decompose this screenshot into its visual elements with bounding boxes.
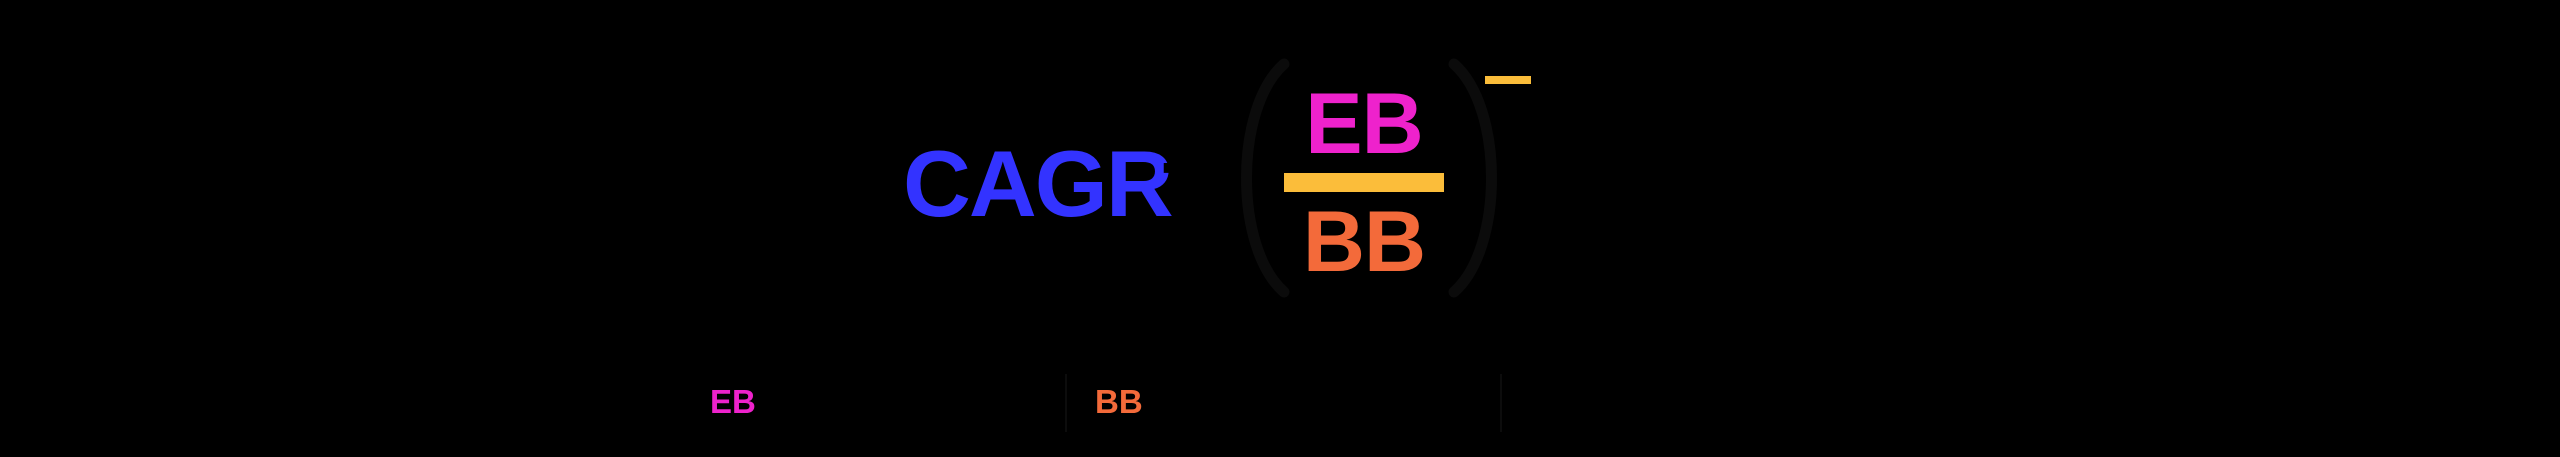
legend-text-bb: Beginning Balance [1177,383,1454,420]
exponent-denominator: n [1499,84,1517,115]
cagr-formula: CAGR = EB BB 1 n − 1 [903,38,1664,298]
legend-item-bb: BB=Beginning Balance [1095,382,1453,422]
legend-text-eb: Ending Balance [791,383,1023,420]
legend-abbr-bb: BB [1095,383,1143,420]
legend-divider [1065,374,1067,432]
exponent-fraction: 1 n [1485,38,1531,118]
fraction-denominator-bb: BB [1302,194,1426,290]
exponent-fraction-bar [1485,76,1531,84]
formula-legend: EB=Ending Balance BB=Beginning Balance n… [0,370,2560,432]
formula-constant-one: 1 [1612,133,1664,235]
fraction-bar [1284,173,1444,192]
formula-minus-sign: − [1528,133,1582,235]
fraction-numerator-eb: EB [1305,76,1423,172]
legend-abbr-n: n [1534,383,1553,420]
legend-item-n: n=Number of years [1534,382,1832,422]
legend-separator: = [1560,383,1580,420]
balance-fraction: EB BB [1282,60,1446,290]
exponent-numerator: 1 [1500,38,1516,69]
formula-lhs-cagr: CAGR [903,131,1174,236]
legend-separator: = [1150,383,1170,420]
right-parenthesis [1440,58,1510,298]
formula-equals-sign: = [1160,130,1213,230]
legend-divider [1500,374,1502,432]
legend-item-eb: EB=Ending Balance [710,382,1022,422]
legend-abbr-eb: EB [710,383,756,420]
legend-separator: = [763,383,784,420]
left-parenthesis [1228,58,1298,298]
legend-text-n: Number of years [1587,383,1832,420]
